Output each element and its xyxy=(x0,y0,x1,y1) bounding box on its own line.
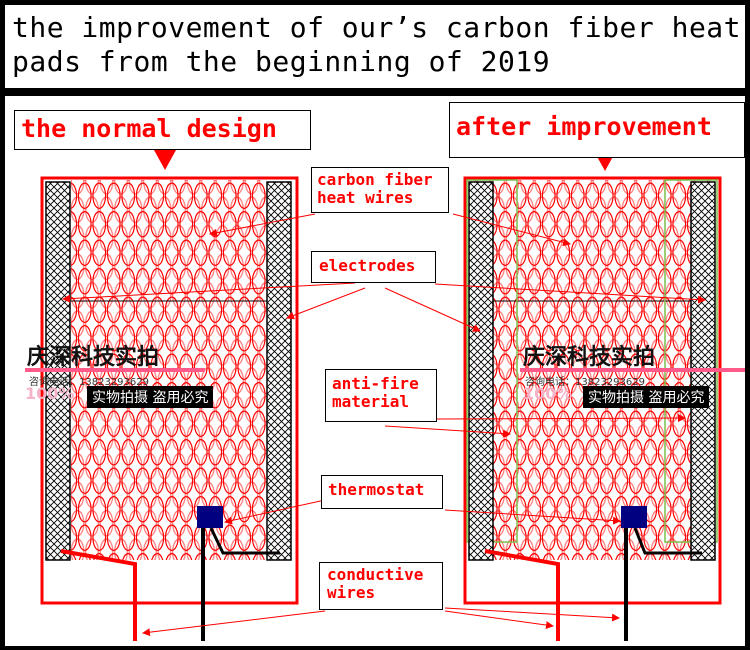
leader-anti-fire-right xyxy=(434,414,686,423)
leader-heat-wires-left xyxy=(209,213,316,237)
watermark-band-left: 实物拍摄 盗用必究 xyxy=(87,386,214,408)
callout-anti-fire-line1: anti-fire xyxy=(332,374,419,393)
callout-conductive-wires: conductive wires xyxy=(319,562,443,610)
normal-wire-black-right xyxy=(209,527,280,555)
header-line-2: pads from the beginning of 2019 xyxy=(12,45,551,78)
normal-thermostat xyxy=(197,506,223,528)
leader-conductive-right-1 xyxy=(444,610,554,629)
callout-thermostat: thermostat xyxy=(321,475,443,509)
improved-left-electrode xyxy=(468,181,494,561)
callout-conductive-line2: wires xyxy=(327,583,376,603)
callout-anti-fire-line2: material xyxy=(332,392,410,412)
callout-carbon-fiber-heat-wires: carbon fiber heat wires xyxy=(311,167,449,213)
watermark-phone-right: 咨询电话：13823293629 xyxy=(525,377,645,388)
leader-electrodes-right-1 xyxy=(384,287,481,332)
leader-thermostat-left xyxy=(224,499,326,525)
callout-electrodes: electrodes xyxy=(311,251,436,283)
callout-carbon-fiber-line1: carbon fiber xyxy=(317,170,433,189)
leader-conductive-right-2 xyxy=(444,607,620,622)
callout-carbon-fiber-line2: heat wires xyxy=(317,188,414,208)
leader-electrodes-right-2 xyxy=(434,283,706,304)
diagram-canvas: the normal design after improvement carb… xyxy=(5,96,745,646)
leader-thermostat-right xyxy=(444,509,621,525)
improved-design-title: after improvement xyxy=(449,102,745,158)
normal-wire-red xyxy=(60,549,137,641)
watermark-stamp-right: 100% xyxy=(523,384,573,403)
watermark-phone-left: 咨询电话：13823293629 xyxy=(29,377,149,388)
normal-design-title: the normal design xyxy=(14,110,311,150)
improved-thermostat xyxy=(621,506,647,528)
leader-electrodes-left-2 xyxy=(286,287,366,320)
normal-right-electrode xyxy=(266,181,292,561)
leader-anti-fire-left xyxy=(384,425,511,438)
header-banner: the improvement of our’s carbon fiber he… xyxy=(5,5,745,88)
improved-wire-black-right xyxy=(633,527,702,555)
leader-heat-wires-right xyxy=(452,213,571,247)
watermark-band-right: 实物拍摄 盗用必究 xyxy=(583,386,710,408)
watermark-company-right: 庆深科技实拍 xyxy=(523,344,656,370)
leader-conductive-left xyxy=(142,610,326,637)
leader-electrodes-left-1 xyxy=(62,282,356,303)
normal-title-pointer xyxy=(154,150,176,170)
watermark-pink-line-right xyxy=(520,368,745,372)
watermark-company-left: 庆深科技实拍 xyxy=(27,344,160,370)
watermark-stamp-left: 100% xyxy=(25,384,75,403)
watermark-pink-line-left xyxy=(25,368,205,372)
callout-conductive-line1: conductive xyxy=(327,565,424,584)
improved-wire-red xyxy=(484,549,560,641)
callout-anti-fire-material: anti-fire material xyxy=(325,369,437,422)
normal-pad xyxy=(40,176,299,641)
header-line-1: the improvement of our’s carbon fiber he… xyxy=(12,11,742,44)
improved-pad xyxy=(463,176,722,641)
